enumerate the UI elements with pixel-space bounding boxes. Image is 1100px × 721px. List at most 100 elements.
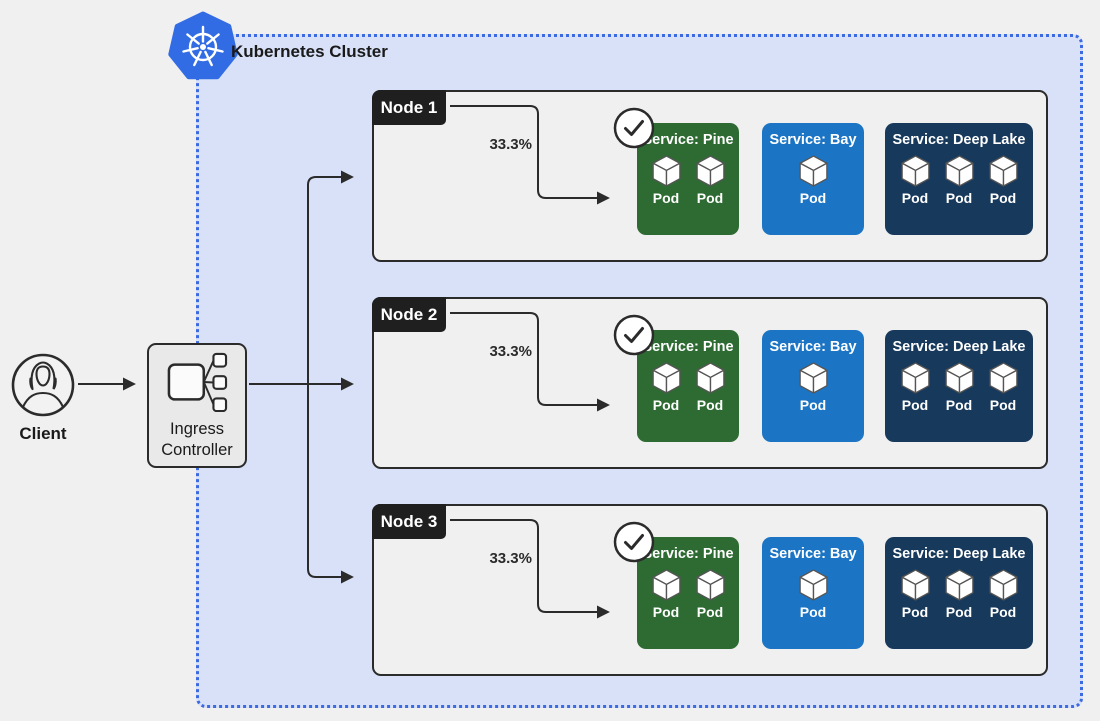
pod: Pod	[986, 569, 1021, 620]
client-avatar-icon	[11, 353, 75, 417]
node-name-tab: Node 3	[372, 504, 446, 539]
check-circle-icon	[613, 314, 655, 356]
pod-label: Pod	[945, 190, 973, 207]
pods-row: Pod Pod	[649, 362, 728, 413]
pod-cube-icon	[695, 569, 725, 601]
service-name-label: Service: Deep Lake	[892, 546, 1026, 562]
node-box: Node 1 33.3% Service: Pine Pod Pod Servi…	[372, 90, 1048, 262]
node-box: Node 2 33.3% Service: Pine Pod Pod Servi…	[372, 297, 1048, 469]
node-name-tab: Node 2	[372, 297, 446, 332]
pod-label: Pod	[901, 604, 929, 621]
pod-label: Pod	[945, 397, 973, 414]
pod-label: Pod	[989, 397, 1017, 414]
service-box: Service: Bay Pod	[762, 537, 864, 649]
pod: Pod	[898, 155, 933, 206]
pod: Pod	[942, 155, 977, 206]
pod-label: Pod	[652, 190, 680, 207]
pod: Pod	[693, 569, 728, 620]
service-name-label: Service: Bay	[769, 546, 857, 562]
cluster-title: Kubernetes Cluster	[231, 42, 388, 61]
service-name-label: Service: Bay	[769, 339, 857, 355]
pod: Pod	[986, 155, 1021, 206]
pods-row: Pod Pod Pod	[898, 362, 1021, 413]
service-box: Service: Deep Lake Pod Pod Pod	[885, 330, 1033, 442]
pod-label: Pod	[989, 604, 1017, 621]
pod-cube-icon	[900, 362, 930, 394]
service-name-label: Service: Pine	[642, 339, 734, 355]
pod: Pod	[898, 362, 933, 413]
pod-label: Pod	[799, 604, 827, 621]
pod-label: Pod	[901, 190, 929, 207]
service-box: Service: Deep Lake Pod Pod Pod	[885, 123, 1033, 235]
pod: Pod	[796, 362, 831, 413]
service-name-label: Service: Pine	[642, 546, 734, 562]
pod-label: Pod	[696, 397, 724, 414]
pod-cube-icon	[900, 569, 930, 601]
pod-label: Pod	[799, 190, 827, 207]
service-name-label: Service: Deep Lake	[892, 339, 1026, 355]
pod: Pod	[649, 155, 684, 206]
ingress-controller-box: Ingress Controller	[147, 343, 247, 468]
pod-label: Pod	[696, 190, 724, 207]
pod: Pod	[942, 569, 977, 620]
pods-row: Pod Pod Pod	[898, 569, 1021, 620]
ingress-controller-label: Ingress Controller	[149, 419, 245, 460]
service-box: Service: Pine Pod Pod	[637, 537, 739, 649]
pod-cube-icon	[798, 569, 828, 601]
pod-cube-icon	[988, 362, 1018, 394]
pod-label: Pod	[989, 190, 1017, 207]
pod: Pod	[693, 155, 728, 206]
pod-label: Pod	[652, 604, 680, 621]
service-box: Service: Bay Pod	[762, 123, 864, 235]
pod-cube-icon	[900, 155, 930, 187]
pod-cube-icon	[651, 362, 681, 394]
service-box: Service: Pine Pod Pod	[637, 330, 739, 442]
service-box: Service: Bay Pod	[762, 330, 864, 442]
pod-cube-icon	[988, 569, 1018, 601]
node-box: Node 3 33.3% Service: Pine Pod Pod Servi…	[372, 504, 1048, 676]
pod: Pod	[986, 362, 1021, 413]
check-circle-icon	[613, 521, 655, 563]
pod: Pod	[693, 362, 728, 413]
check-circle-icon	[613, 107, 655, 149]
service-name-label: Service: Bay	[769, 132, 857, 148]
pod-cube-icon	[798, 362, 828, 394]
pods-row: Pod Pod	[649, 569, 728, 620]
ingress-fanout-icon	[167, 352, 228, 413]
pod-cube-icon	[695, 362, 725, 394]
pod-label: Pod	[652, 397, 680, 414]
ingress-label-line1: Ingress	[169, 420, 225, 438]
pod: Pod	[942, 362, 977, 413]
pod-label: Pod	[799, 397, 827, 414]
pod-cube-icon	[695, 155, 725, 187]
node-name-tab: Node 1	[372, 90, 446, 125]
pods-row: Pod Pod	[649, 155, 728, 206]
pod-cube-icon	[944, 569, 974, 601]
pod-label: Pod	[945, 604, 973, 621]
service-name-label: Service: Pine	[642, 132, 734, 148]
traffic-percentage-label: 33.3%	[489, 136, 532, 153]
pods-row: Pod	[796, 569, 831, 620]
pod-cube-icon	[651, 569, 681, 601]
pods-row: Pod	[796, 362, 831, 413]
service-box: Service: Pine Pod Pod	[637, 123, 739, 235]
service-box: Service: Deep Lake Pod Pod Pod	[885, 537, 1033, 649]
pods-row: Pod	[796, 155, 831, 206]
pod-cube-icon	[798, 155, 828, 187]
traffic-percentage-label: 33.3%	[489, 550, 532, 567]
kubernetes-logo-icon	[168, 11, 238, 80]
pod-cube-icon	[944, 155, 974, 187]
pod: Pod	[649, 569, 684, 620]
traffic-percentage-label: 33.3%	[489, 343, 532, 360]
pod-cube-icon	[988, 155, 1018, 187]
pods-row: Pod Pod Pod	[898, 155, 1021, 206]
pod: Pod	[796, 155, 831, 206]
pod-cube-icon	[944, 362, 974, 394]
service-name-label: Service: Deep Lake	[892, 132, 1026, 148]
pod: Pod	[649, 362, 684, 413]
client-label: Client	[19, 424, 67, 443]
pod: Pod	[796, 569, 831, 620]
ingress-label-line2: Controller	[161, 440, 233, 459]
pod-label: Pod	[696, 604, 724, 621]
